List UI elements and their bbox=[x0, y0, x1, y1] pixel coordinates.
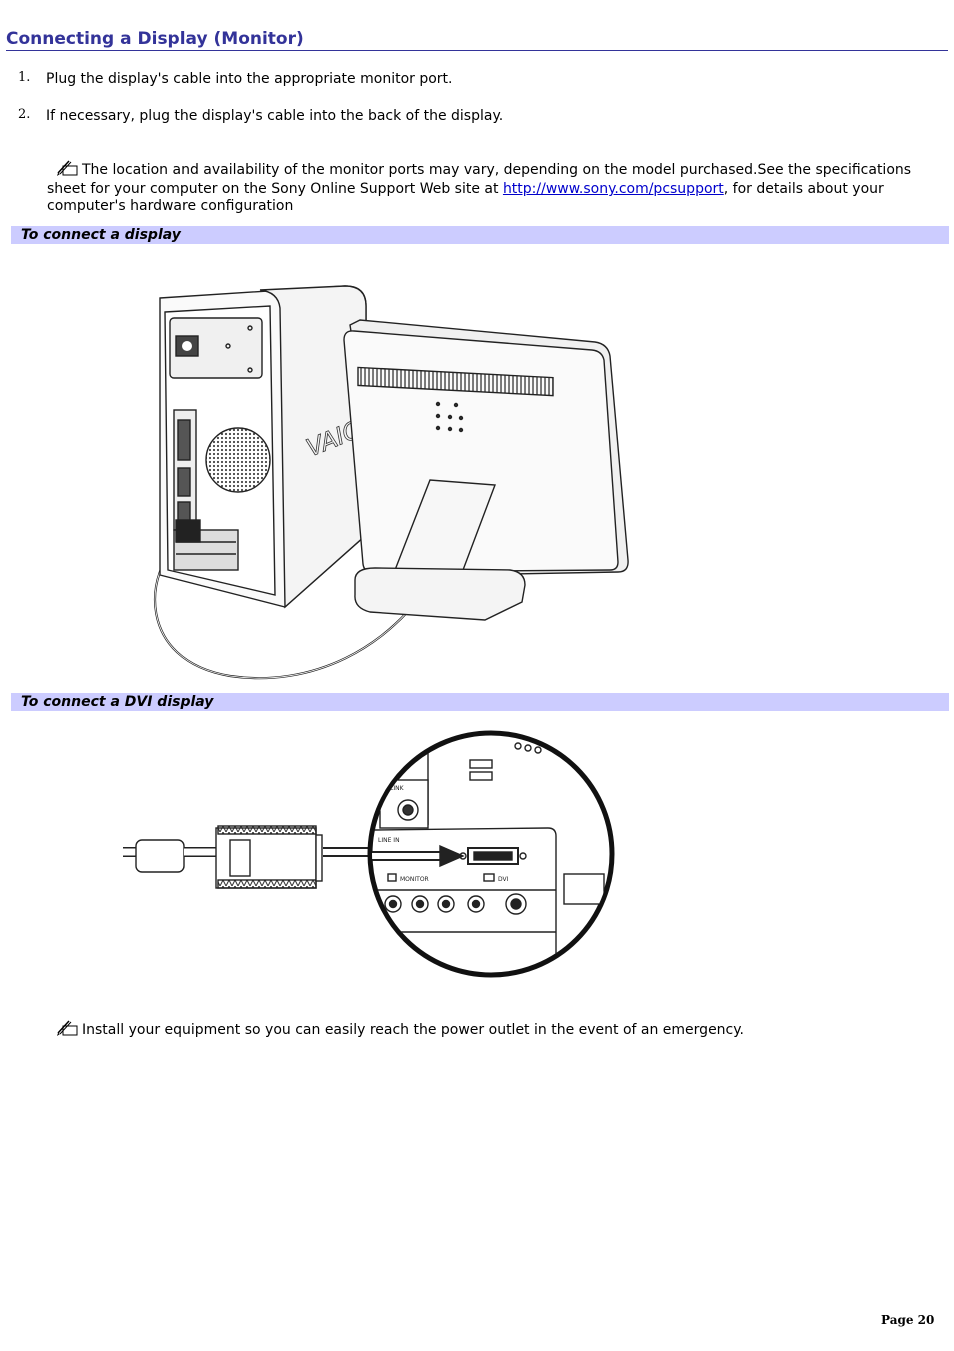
section-heading-connect-dvi: To connect a DVI display bbox=[11, 693, 949, 711]
note-power-outlet: Install your equipment so you can easily… bbox=[47, 1020, 937, 1041]
step-number: 1. bbox=[18, 70, 31, 85]
pc-monitor-illustration: VAIO bbox=[154, 285, 629, 680]
dvi-port-label: DVI bbox=[498, 876, 509, 883]
step-number: 2. bbox=[18, 107, 31, 122]
note-ports: The location and availability of the mon… bbox=[47, 160, 937, 215]
step-text: Plug the display's cable into the approp… bbox=[46, 71, 453, 87]
note-pencil-icon bbox=[57, 160, 79, 181]
dvi-connection-illustration: LINK LINE IN MONITOR DVI bbox=[123, 730, 615, 978]
step-text: If necessary, plug the display's cable i… bbox=[46, 108, 504, 124]
note-text: The location and availability of the mon… bbox=[47, 162, 912, 197]
link-label: LINK bbox=[390, 785, 405, 792]
note-text-after: , for details about your computer's hard… bbox=[47, 181, 884, 214]
figure-connect-dvi: LINK LINE IN MONITOR DVI bbox=[118, 730, 618, 984]
figure-connect-display: VAIO bbox=[140, 280, 640, 689]
sony-support-link[interactable]: http://www.sony.com/pcsupport bbox=[502, 181, 724, 197]
page-number: Page 20 bbox=[881, 1313, 935, 1327]
section-heading-connect-display: To connect a display bbox=[11, 226, 949, 244]
monitor-port-label: MONITOR bbox=[400, 876, 429, 883]
note-pencil-icon bbox=[57, 1020, 79, 1041]
note-text: Install your equipment so you can easily… bbox=[82, 1022, 744, 1038]
line-in-label: LINE IN bbox=[378, 837, 400, 844]
page-title: Connecting a Display (Monitor) bbox=[6, 29, 948, 51]
